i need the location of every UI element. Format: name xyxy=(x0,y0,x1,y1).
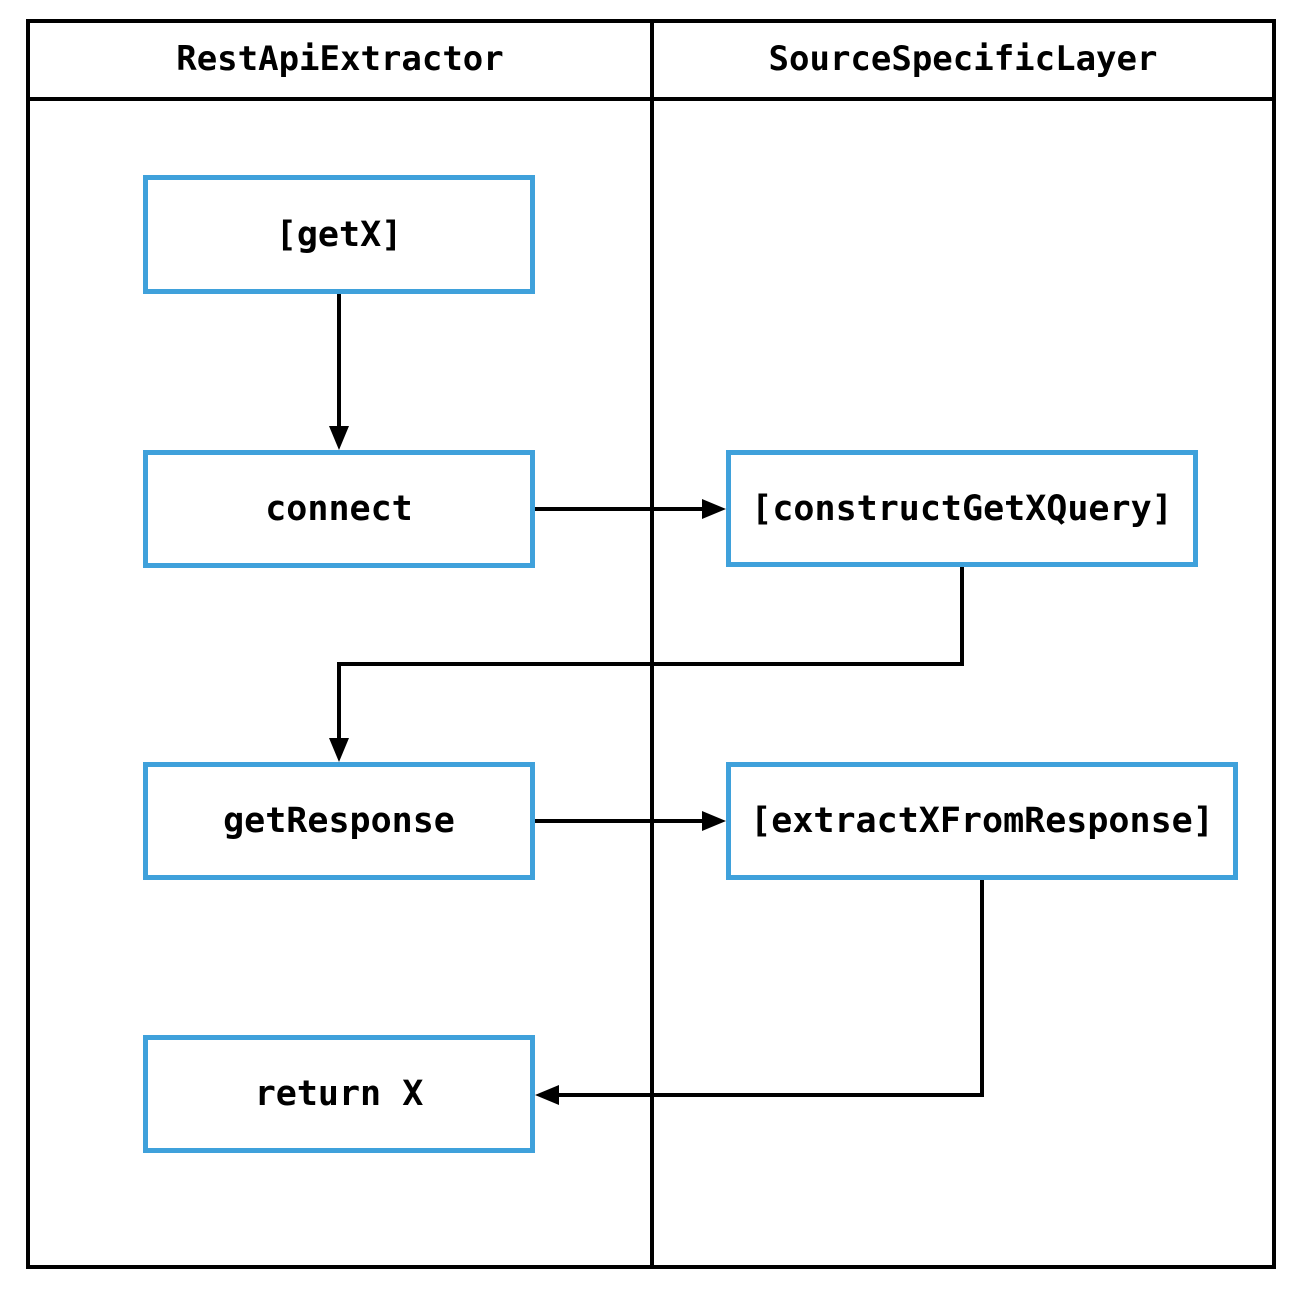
arrowhead-right-construct xyxy=(702,499,726,519)
node-connect: connect xyxy=(143,450,535,568)
node-returnx: return X xyxy=(143,1035,535,1153)
arrowhead-down-getresponse xyxy=(329,738,349,762)
arrowhead-left-returnx xyxy=(535,1085,559,1105)
lane-header-restapiextractor: RestApiExtractor xyxy=(176,39,504,79)
lane-header-sourcespecificlayer: SourceSpecificLayer xyxy=(768,39,1158,79)
node-getresponse: getResponse xyxy=(143,762,535,880)
node-getx: [getX] xyxy=(143,175,535,294)
edge-extract-to-returnx xyxy=(559,880,984,1097)
arrowhead-down-connect xyxy=(329,426,349,450)
node-constructgetxquery: [constructGetXQuery] xyxy=(726,450,1198,567)
node-extractxfromresponse: [extractXFromResponse] xyxy=(726,762,1238,880)
arrowhead-right-extract xyxy=(702,811,726,831)
edge-construct-to-getresponse xyxy=(337,567,964,740)
